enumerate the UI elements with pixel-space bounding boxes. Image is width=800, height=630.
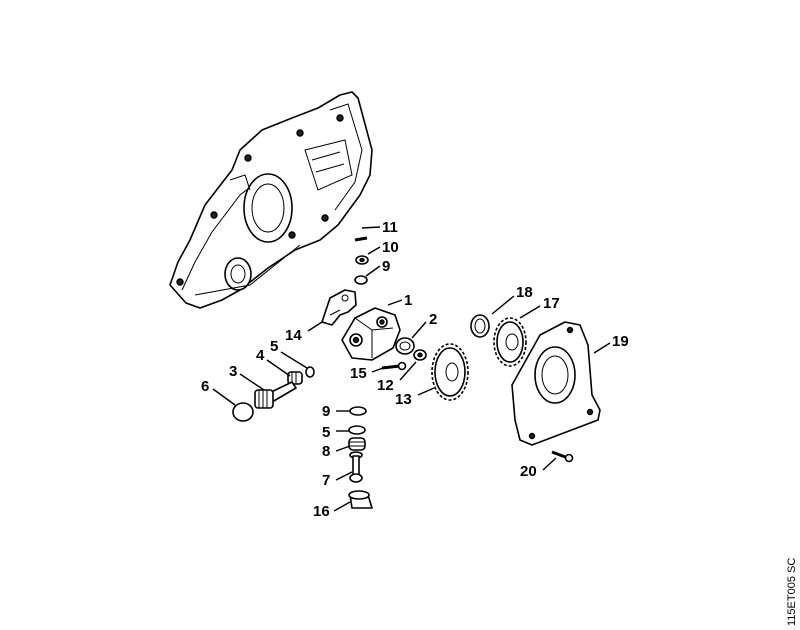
callout-14: 13: [395, 391, 412, 408]
callout-13: 12: [377, 377, 394, 394]
part-8-spring: [348, 437, 366, 451]
callout-20: 19: [612, 333, 629, 350]
part-6-plug: [232, 402, 254, 422]
part-13-washer: [413, 349, 427, 361]
crankcase-housing: [169, 91, 373, 309]
part-16-screw: [381, 361, 407, 371]
part-5-o-ring-upper: [305, 366, 315, 378]
part-15-bracket: [321, 289, 357, 326]
callout-15: 14: [285, 327, 302, 344]
callout-16: 15: [350, 365, 367, 382]
part-1-oil-pump: [341, 307, 401, 361]
part-18-spur-gear: [493, 317, 527, 367]
callout-12: 11: [382, 219, 398, 236]
callout-labels: 11 10 9 1 2 14 15 12 13 18 17 19 20 5 4 …: [201, 219, 629, 520]
callout-4: 4: [256, 347, 265, 364]
part-7-valve-stem: [349, 451, 363, 483]
part-4-spring: [287, 371, 303, 385]
callout-2: 2: [429, 311, 437, 328]
part-17-sleeve: [348, 490, 373, 509]
callout-6: 6: [201, 378, 209, 395]
callout-5-lower: 5: [322, 424, 330, 441]
callout-9: 9: [322, 403, 330, 420]
callout-11: 10: [382, 239, 399, 256]
part-21-screw: [551, 450, 574, 463]
part-20-side-cover: [511, 321, 601, 446]
part-3-piston: [254, 381, 297, 409]
callout-17: 16: [313, 503, 330, 520]
callout-3: 3: [229, 363, 237, 380]
callout-5-upper: 5: [270, 338, 278, 355]
part-2-seal: [395, 337, 415, 355]
callout-18: 17: [543, 295, 560, 312]
callout-1: 1: [404, 292, 412, 309]
leader-lines: [212, 226, 611, 512]
callout-10: 9: [382, 258, 390, 275]
part-9-washer: [349, 406, 367, 416]
part-14-worm-gear: [431, 343, 469, 401]
part-11-washer: [355, 255, 369, 265]
callout-7: 7: [322, 472, 330, 489]
part-12-pin: [354, 236, 368, 242]
part-19-spacer-ring: [470, 314, 490, 338]
figure-code: 115ET005 SC: [786, 558, 798, 626]
callout-8: 8: [322, 443, 330, 460]
part-10-o-ring: [354, 275, 368, 285]
callout-19: 18: [516, 284, 533, 301]
part-5-o-ring-lower: [348, 425, 366, 435]
callout-21: 20: [520, 463, 537, 480]
